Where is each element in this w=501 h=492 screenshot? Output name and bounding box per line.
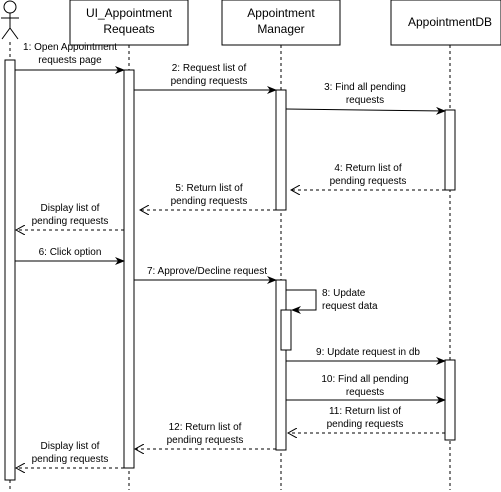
message-5-label-2: pending requests: [171, 196, 248, 207]
participant-manager-line2: Manager: [257, 22, 304, 36]
message-12-label-2: pending requests: [167, 435, 244, 446]
message-3-arrow: [285, 106, 446, 115]
message-5-label-1: 5: Return list of: [175, 183, 242, 194]
message-4-label-1: 4: Return list of: [334, 163, 401, 174]
message-3-label-2: requests: [346, 95, 384, 106]
message-10-label-2: requests: [346, 387, 384, 398]
message-11-label-1: 11: Return list of: [329, 406, 401, 417]
message-10-label-1: 10: Find all pending: [321, 374, 408, 385]
ui-activation: [123, 69, 135, 469]
participant-manager-line1: Appointment: [247, 6, 315, 20]
manager-self-activation: [280, 309, 292, 351]
display-list-1-label-2: pending requests: [32, 216, 109, 227]
participant-db-line1: AppointmentDB: [408, 15, 492, 29]
message-2-label-1: 2: Request list of: [172, 63, 247, 74]
message-4-label-2: pending requests: [330, 176, 407, 187]
db-activation-1: [444, 109, 456, 191]
display-list-2-label-2: pending requests: [32, 454, 109, 465]
participant-ui: UI_Appointment Requeats: [69, 0, 189, 46]
message-9-label: 9: Update request in db: [316, 347, 420, 358]
message-3-label-1: 3: Find all pending: [324, 82, 406, 93]
message-2-label-2: pending requests: [171, 76, 248, 87]
message-7-label: 7: Approve/Decline request: [147, 266, 267, 277]
message-8-label-2: request data: [322, 301, 378, 312]
actor-icon: [1, 0, 19, 40]
display-list-2-label-1: Display list of: [41, 441, 100, 452]
participant-ui-line1: UI_Appointment: [86, 6, 173, 20]
display-list-1-label-1: Display list of: [41, 203, 100, 214]
participant-manager: Appointment Manager: [221, 0, 341, 46]
participant-db: AppointmentDB: [390, 0, 501, 46]
message-1-label-1: 1: Open Appointment: [23, 42, 117, 53]
participant-ui-line2: Requeats: [103, 22, 154, 36]
message-8-arrow: [286, 289, 317, 314]
manager-activation-1: [275, 89, 287, 211]
message-11-label-2: pending requests: [327, 419, 404, 430]
actor-activation: [4, 59, 16, 481]
message-1-label-2: requests page: [38, 55, 102, 66]
message-6-label: 6: Click option: [39, 247, 102, 258]
manager-activation-2: [275, 279, 287, 451]
message-12-label-1: 12: Return list of: [169, 422, 242, 433]
message-8-label-1: 8: Update: [322, 288, 366, 299]
db-activation-2: [444, 359, 456, 441]
